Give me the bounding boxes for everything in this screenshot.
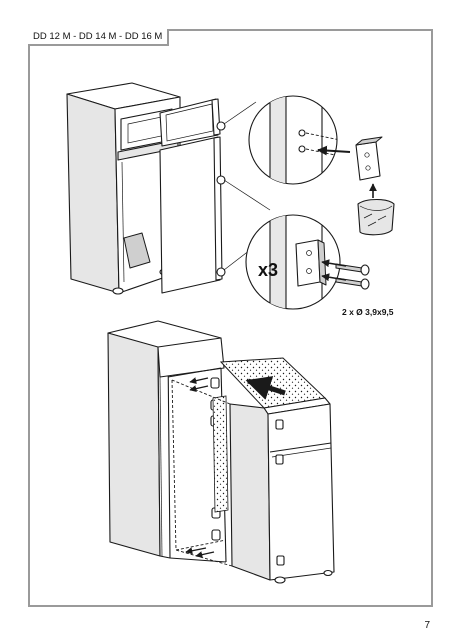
page-number: 7 [424, 620, 430, 631]
svg-text:x3: x3 [258, 260, 278, 280]
hinge-bracket-icon [248, 95, 383, 198]
arrow-icon [245, 376, 286, 400]
hardware-bag-icon [357, 198, 395, 236]
fridge-open-icon [66, 82, 271, 295]
content-frame [28, 29, 433, 607]
fridge-slide-in-icon [171, 357, 335, 584]
model-label: DD 12 M - DD 14 M - DD 16 M [28, 29, 170, 46]
arrow-icon [317, 145, 351, 156]
cabinet-niche-icon [107, 320, 229, 563]
screw-icon: x3 2 x Ø 3,9x9,5 [245, 214, 394, 317]
svg-text:2 x Ø 3,9x9,5: 2 x Ø 3,9x9,5 [342, 307, 394, 317]
